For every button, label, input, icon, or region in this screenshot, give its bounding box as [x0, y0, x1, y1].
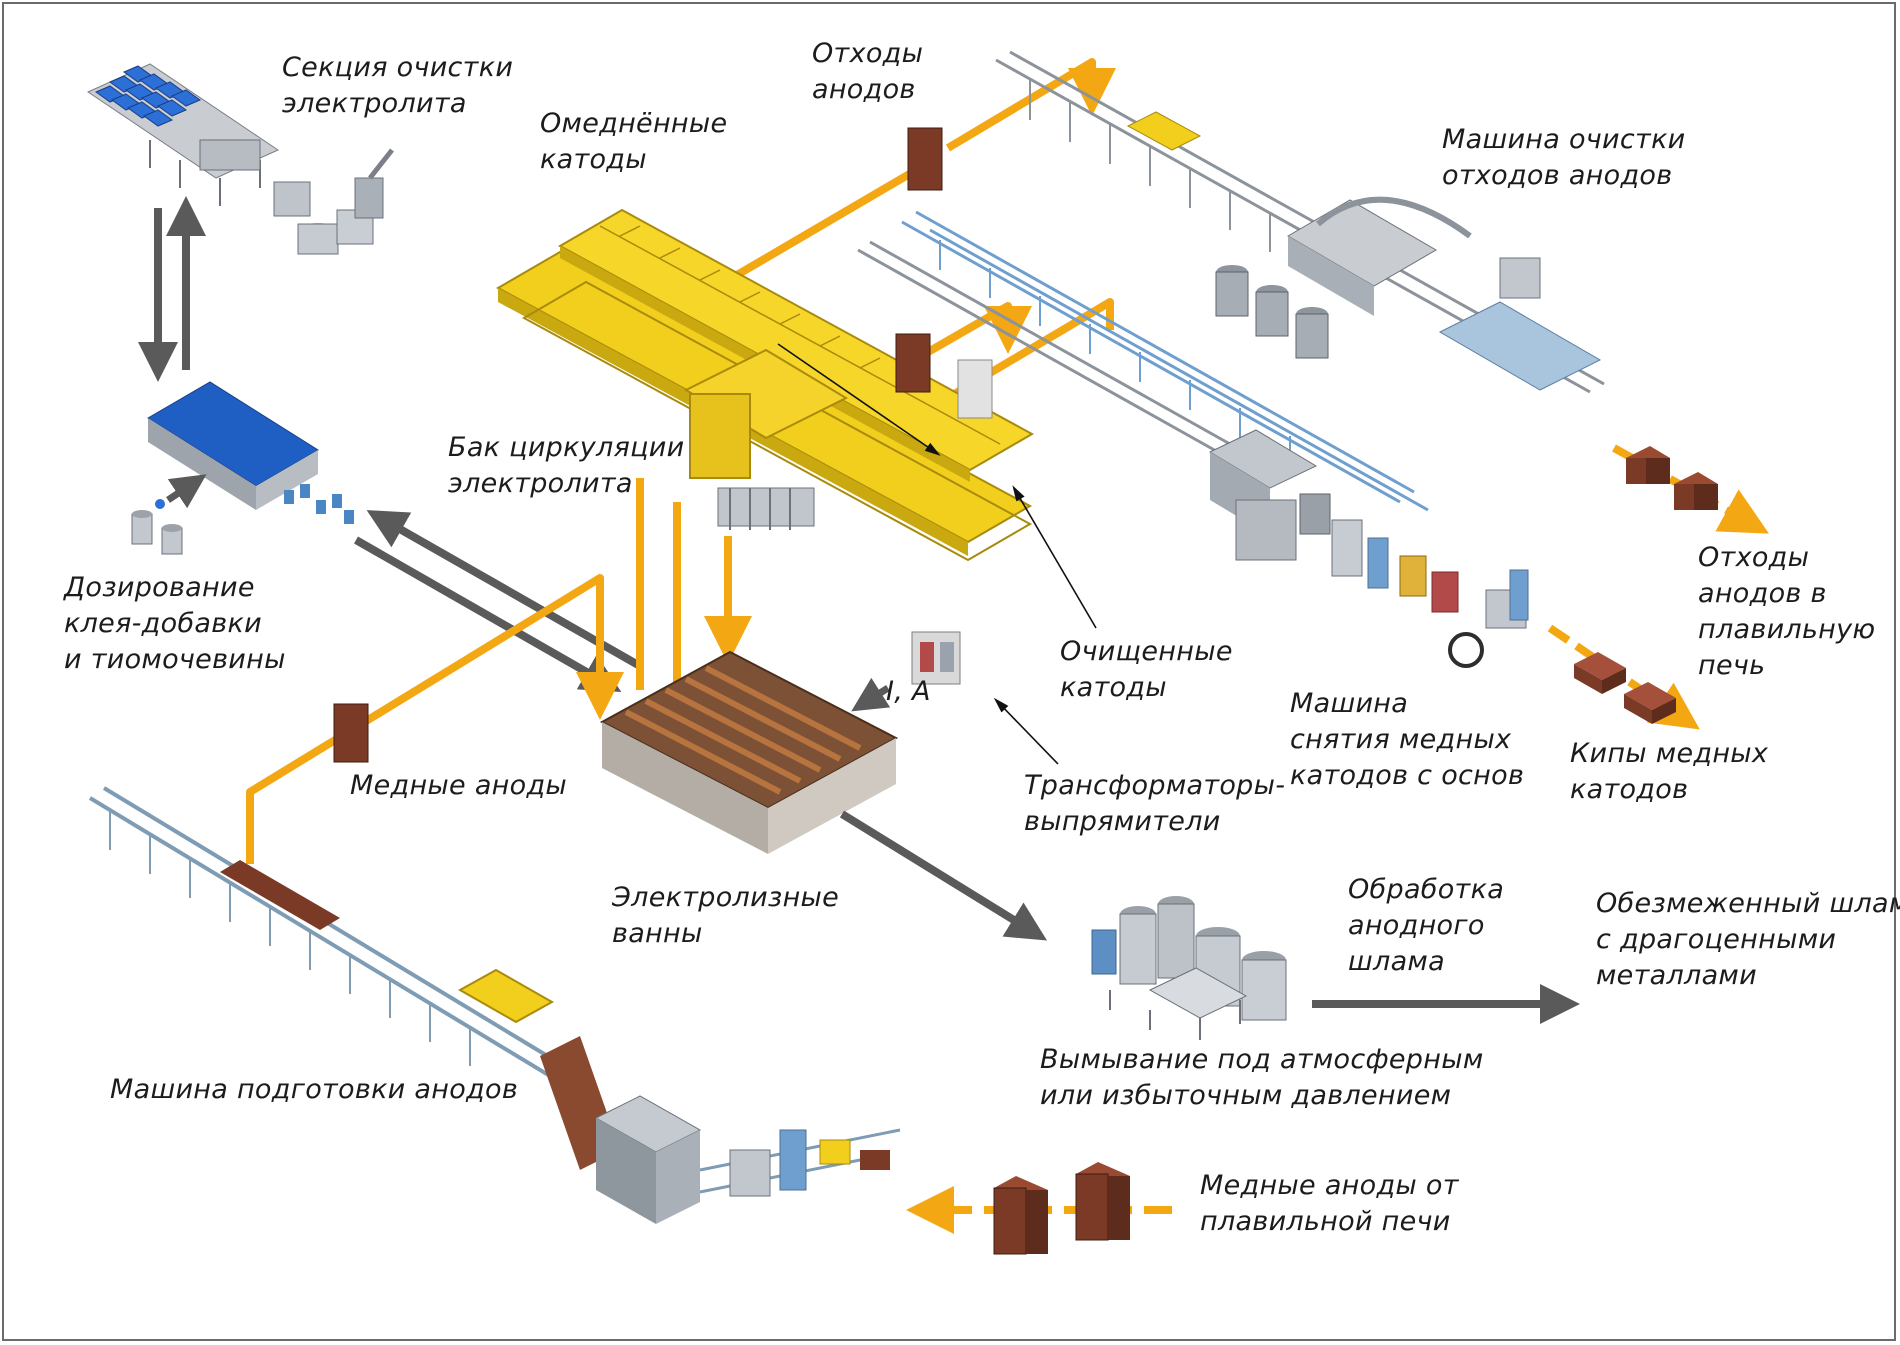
arrow-rectifier-to-baths [851, 677, 891, 712]
label-anode-waste: Отходы анодов [812, 38, 924, 105]
anode-waste-plate [907, 127, 943, 191]
clean-cathode-plate [957, 359, 993, 419]
label-cathode-bales: Кипы медных катодов [1570, 738, 1769, 805]
arrow-dosing-to-tank [166, 474, 207, 509]
pointer-rectifiers [993, 697, 1059, 765]
label-cathode-stripping-machine: Машина снятия медных катодов с основ [1290, 688, 1525, 791]
rectifier-unit [911, 631, 961, 685]
anode-waste-bundles [1626, 446, 1718, 510]
label-copper-anodes: Медные аноды [350, 770, 568, 801]
electrolyte-purification-section [86, 63, 394, 255]
label-circulation-tank: Бак циркуляции электролита [448, 432, 685, 499]
anode-preparation-machine [88, 786, 901, 1224]
label-leaching: Вымывание под атмосферным или избыточным… [1040, 1044, 1484, 1111]
anode-waste-washing-machine [995, 50, 1605, 394]
label-dosing: Дозирование клея-добавки и тиомочевины [64, 572, 286, 675]
label-anode-preparation-machine: Машина подготовки анодов [110, 1074, 519, 1105]
electrolysis-baths [599, 650, 899, 854]
cathode-bales [1574, 652, 1676, 724]
label-slime-treatment: Обработка анодного шлама [1348, 874, 1505, 977]
flow-plated-cathodes [705, 158, 933, 296]
furnace-anode-boxes [993, 1162, 1130, 1255]
label-anode-waste-to-furnace: Отходы анодов в плавильную печь [1698, 542, 1876, 681]
anode-slime-treatment-plant [1091, 896, 1287, 1040]
arrow-tank-to-baths [354, 536, 622, 692]
pointer-clean-cathodes [1012, 485, 1097, 629]
flow-anodes-to-baths [246, 574, 624, 864]
label-transformer-rectifiers: Трансформаторы- выпрямители [1024, 770, 1286, 837]
pointer-crane [777, 343, 941, 456]
label-current: I, A [886, 676, 931, 707]
label-anodes-from-furnace: Медные аноды от плавильной печи [1200, 1170, 1459, 1237]
arrow-baths-to-leaching [839, 810, 1048, 941]
label-decopperized-slime: Обезмеженный шлам с драгоценными металла… [1596, 888, 1900, 991]
label-copper-plated-cathodes: Омеднённые катоды [540, 108, 728, 175]
dosing-tanks [131, 499, 183, 555]
overhead-crane [495, 208, 1035, 562]
label-electrolysis-baths: Электролизные ванны [612, 882, 840, 949]
copper-anode-plate [333, 703, 369, 763]
label-electrolyte-purification: Секция очистки электролита [282, 52, 514, 119]
copper-plated-cathode-plate [895, 333, 931, 393]
circulation-tank-building [147, 381, 354, 524]
label-clean-cathodes: Очищенные катоды [1060, 636, 1233, 703]
flow-anode-waste-top [945, 58, 1116, 152]
cathode-stripping-machine [857, 210, 1529, 668]
label-anode-waste-washing-machine: Машина очистки отходов анодов [1442, 124, 1686, 191]
